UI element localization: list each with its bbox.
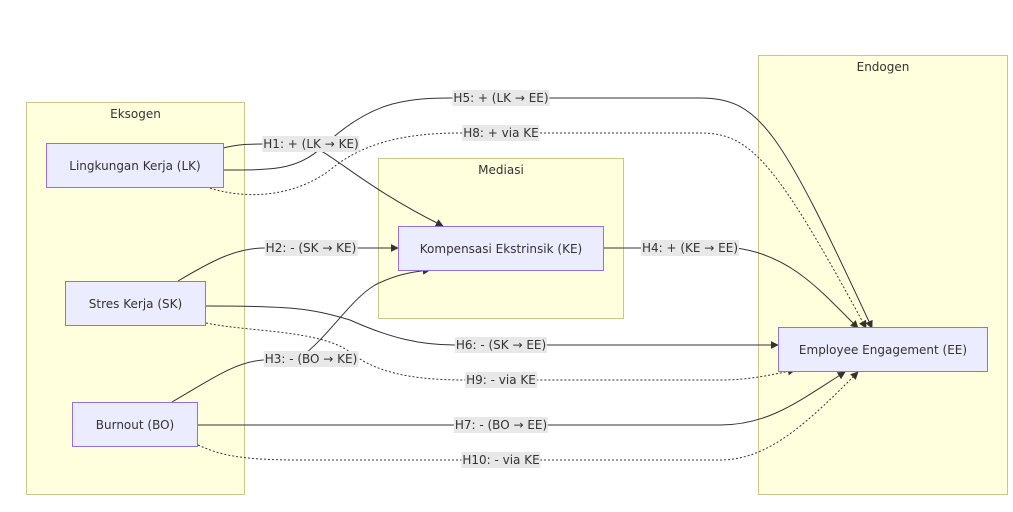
edge-label-h10: H10: - via KE [461, 452, 541, 468]
node-label: Kompensasi Ekstrinsik (KE) [419, 241, 583, 256]
edge-label-h7: H7: - (BO → EE) [453, 417, 549, 433]
node-lingkungan-kerja[interactable]: Lingkungan Kerja (LK) [46, 143, 224, 188]
edge-label-h5: H5: + (LK → EE) [452, 90, 550, 106]
cluster-title-endogen: Endogen [856, 60, 910, 74]
node-label: Stres Kerja (SK) [88, 296, 183, 311]
cluster-title-eksogen: Eksogen [110, 107, 161, 121]
edge-label-h2: H2: - (SK → KE) [264, 240, 358, 256]
cluster-title-mediasi: Mediasi [478, 163, 524, 177]
node-label: Burnout (BO) [95, 417, 175, 432]
node-kompensasi-ekstrinsik[interactable]: Kompensasi Ekstrinsik (KE) [398, 226, 604, 271]
edge-label-h1: H1: + (LK → KE) [262, 136, 360, 152]
node-employee-engagement[interactable]: Employee Engagement (EE) [778, 327, 988, 372]
edge-label-h4: H4: + (KE → EE) [640, 240, 740, 256]
node-label: Lingkungan Kerja (LK) [69, 158, 201, 173]
edge-label-h6: H6: - (SK → EE) [454, 337, 548, 353]
node-burnout[interactable]: Burnout (BO) [72, 402, 198, 447]
node-label: Employee Engagement (EE) [798, 342, 968, 357]
cluster-endogen: Endogen [758, 55, 1008, 495]
edge-label-h3: H3: - (BO → KE) [263, 351, 359, 367]
edge-label-h8: H8: + via KE [462, 125, 540, 141]
edge-label-h9: H9: - via KE [465, 372, 537, 388]
node-stres-kerja[interactable]: Stres Kerja (SK) [65, 281, 206, 326]
